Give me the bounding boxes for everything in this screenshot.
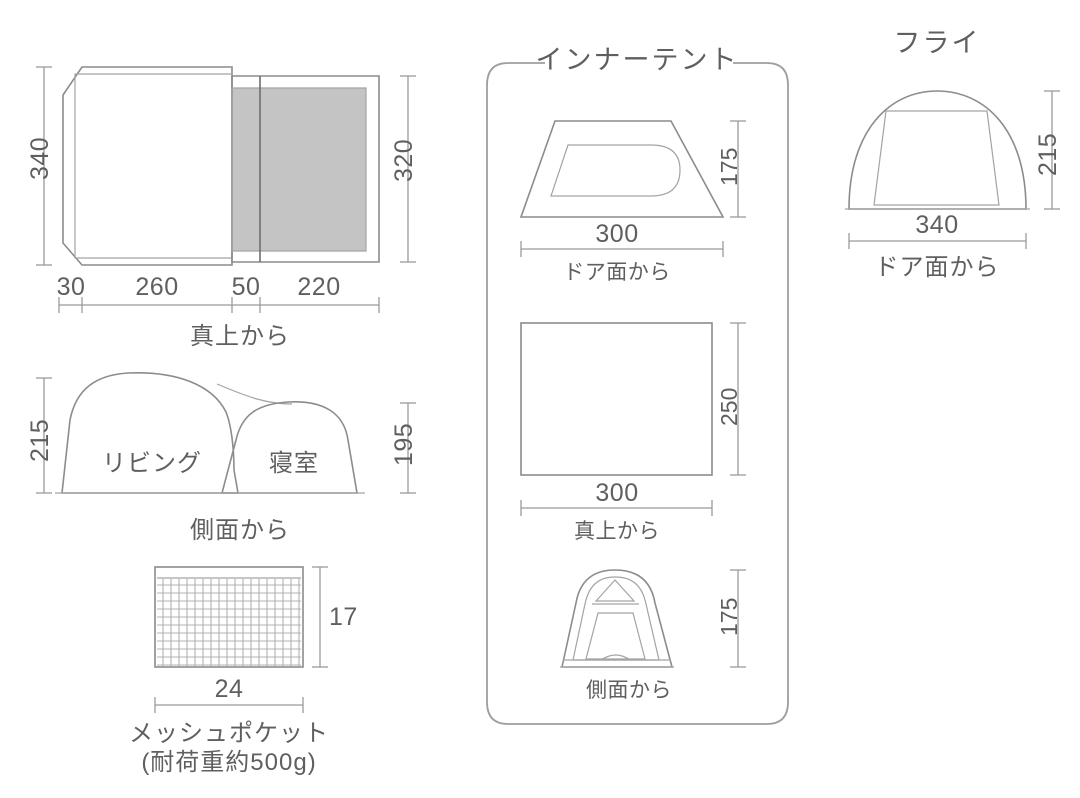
inner-tent-title: インナーテント <box>535 45 739 75</box>
fly-width-label: 340 <box>915 211 959 239</box>
side-view-living-label: リビング <box>102 450 202 477</box>
inner-tent-top-view-drawing <box>520 322 713 476</box>
inner-tent-top-height-label: 250 <box>716 387 742 426</box>
mesh-pocket-caption-line1: メッシュポケット <box>129 720 329 747</box>
top-view-drawing <box>62 66 380 266</box>
top-view-width-label-4: 220 <box>297 273 341 301</box>
side-view-bedroom-label: 寝室 <box>269 450 319 477</box>
side-view-dim-215 <box>36 377 52 494</box>
inner-tent-door-caption: ドア面から <box>563 261 671 284</box>
mesh-pocket-caption-line2: (耐荷重約500g) <box>141 749 317 776</box>
side-view-height-right-label: 195 <box>390 422 418 466</box>
inner-tent-door-dim-175 <box>730 120 746 218</box>
inner-tent-top-width-label: 300 <box>595 479 639 507</box>
top-view-dim-340 <box>36 66 52 266</box>
fly-dim-215 <box>1044 90 1060 210</box>
fly-door-caption: ドア面から <box>874 254 1000 281</box>
inner-tent-door-width-label: 300 <box>595 220 639 248</box>
inner-tent-door-dim-300 <box>520 241 724 257</box>
top-view-dim-widths <box>58 297 380 313</box>
side-view-drawing <box>55 372 365 494</box>
mesh-pocket-dim-24 <box>154 697 304 713</box>
mesh-pocket-dim-17 <box>312 566 328 668</box>
top-view-height-right-label: 320 <box>390 138 418 182</box>
inner-tent-side-height-label: 175 <box>716 597 742 636</box>
mesh-pocket-height-label: 17 <box>329 603 358 631</box>
side-view-height-left-label: 215 <box>26 418 54 462</box>
fly-height-label: 215 <box>1034 132 1062 176</box>
inner-tent-door-height-label: 175 <box>716 147 742 186</box>
fly-drawing <box>845 90 1030 210</box>
inner-tent-door-view-drawing <box>519 120 725 218</box>
mesh-pocket-width-label: 24 <box>214 675 244 703</box>
top-view-dim-320 <box>400 75 416 263</box>
top-view-height-left-label: 340 <box>26 136 54 180</box>
inner-tent-side-caption: 側面から <box>586 679 672 702</box>
top-view-width-label-3: 50 <box>231 273 261 301</box>
fly-title: フライ <box>893 28 981 58</box>
fly-dim-340 <box>848 233 1027 249</box>
side-view-dim-195 <box>400 402 416 494</box>
inner-tent-side-view-drawing <box>560 569 674 668</box>
inner-tent-side-dim-175 <box>730 569 746 668</box>
top-view-width-label-2: 260 <box>135 273 179 301</box>
inner-tent-panel-border <box>486 62 789 725</box>
top-view-width-label-1: 30 <box>56 273 86 301</box>
inner-tent-top-caption: 真上から <box>574 520 660 543</box>
inner-tent-top-dim-250 <box>730 322 746 476</box>
inner-tent-top-dim-300 <box>520 500 713 516</box>
side-view-caption: 側面から <box>190 517 290 544</box>
top-view-caption: 真上から <box>190 323 290 350</box>
mesh-pocket-drawing <box>154 566 304 668</box>
